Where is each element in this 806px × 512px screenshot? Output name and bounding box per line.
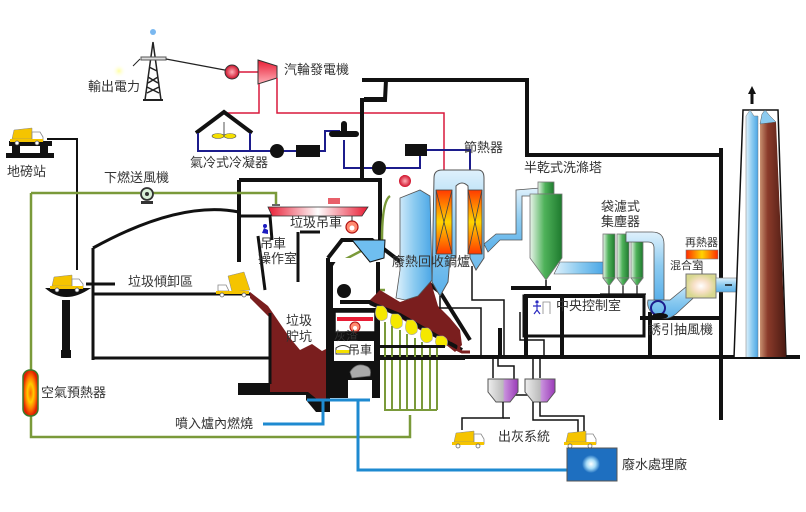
- steam-turbine-icon: [257, 59, 278, 85]
- air-preheater-icon: [22, 369, 39, 417]
- label-garbage-pit-line2: 貯坑: [286, 330, 313, 345]
- grate-garbage: [370, 272, 462, 352]
- label-injection-to-furnace: 噴入爐內燃燒: [175, 417, 254, 432]
- label-bag-filter-line2: 集塵器: [601, 215, 641, 230]
- wastewater-plant-icon: [566, 447, 618, 482]
- generator-icon: [224, 64, 258, 80]
- label-economizer: 節熱器: [464, 141, 504, 156]
- underfire-fan-icon: [140, 187, 154, 204]
- label-crane-operator-room-line2: 操作室: [258, 252, 298, 267]
- furnace-gas: [395, 189, 433, 301]
- feeder-pusher: [337, 284, 351, 298]
- flame-icons: [375, 305, 448, 348]
- label-semi-dry-scrubber: 半乾式洗滌塔: [524, 161, 603, 176]
- label-garbage-crane: 垃圾吊車: [290, 216, 343, 231]
- garbage-truck-icon: [50, 274, 84, 293]
- label-ash-crane-line1: 灰渣: [334, 329, 359, 343]
- label-power-output: 輸出電力: [88, 80, 141, 95]
- chimney-icon: [730, 109, 790, 359]
- wastewater-line: [263, 398, 567, 472]
- control-room: [522, 294, 646, 338]
- label-induced-draft-fan: 誘引抽風機: [648, 323, 714, 338]
- ash-truck-icon: [564, 430, 597, 449]
- weighbridge-icon: [6, 141, 54, 158]
- transmission-tower-icon: [112, 29, 231, 101]
- label-wastewater-plant: 廢水處理廠: [622, 458, 688, 473]
- label-crane-operator-room-line1: 吊車: [260, 237, 287, 252]
- label-underfire-fan: 下燃送風機: [104, 171, 170, 186]
- waste-heat-boiler: [431, 169, 485, 298]
- furnace-frame: [330, 258, 380, 398]
- dumping-truck-icon: [216, 271, 251, 298]
- label-central-control-room: 中央控制室: [556, 299, 622, 314]
- label-turbine-generator: 汽輪發電機: [284, 63, 350, 78]
- truck-route-line: [47, 138, 78, 270]
- ash-truck-icon: [452, 430, 485, 449]
- label-weighbridge: 地磅站: [7, 165, 47, 180]
- mixing-chamber-icon: [685, 262, 717, 299]
- grate-bars: [375, 345, 465, 360]
- flue-gas-duct: [553, 261, 605, 275]
- label-bag-filter-line1: 袋濾式: [601, 200, 641, 215]
- reheater-icon: [685, 249, 719, 260]
- air-cooled-condenser-icon: [194, 109, 254, 152]
- bag-filter-icon: [600, 233, 646, 295]
- label-air-cooled-condenser: 氣冷式冷凝器: [190, 156, 269, 171]
- label-ash-crane-line2: 吊車: [348, 343, 373, 357]
- tipping-basin-icon: [45, 288, 91, 358]
- pump-icon: [270, 121, 427, 175]
- label-ash-removal-system: 出灰系統: [498, 430, 551, 445]
- semi-dry-scrubber-icon: [529, 181, 563, 288]
- crane-operator-icon: [262, 224, 268, 234]
- garbage-crane-icon: [267, 198, 369, 234]
- underfire-air-pipes: [384, 322, 438, 411]
- exhaust-arrow-icon: [748, 86, 756, 104]
- feed-hopper: [350, 239, 386, 263]
- steam-drum-icon: [399, 175, 411, 187]
- ash-conveyor-lines: [461, 402, 585, 432]
- label-tipping-area: 垃圾傾卸區: [128, 275, 194, 290]
- ash-hopper-icon: [487, 378, 556, 403]
- label-waste-heat-boiler: 廢熱回收鍋爐: [392, 255, 471, 270]
- ash-discharge: [449, 338, 470, 354]
- label-mixing-chamber: 混合室: [670, 259, 703, 272]
- label-air-preheater: 空氣預熱器: [41, 386, 107, 401]
- label-garbage-pit-line1: 垃圾: [286, 314, 313, 329]
- garbage-truck-icon: [10, 127, 44, 146]
- label-reheater: 再熱器: [685, 236, 718, 249]
